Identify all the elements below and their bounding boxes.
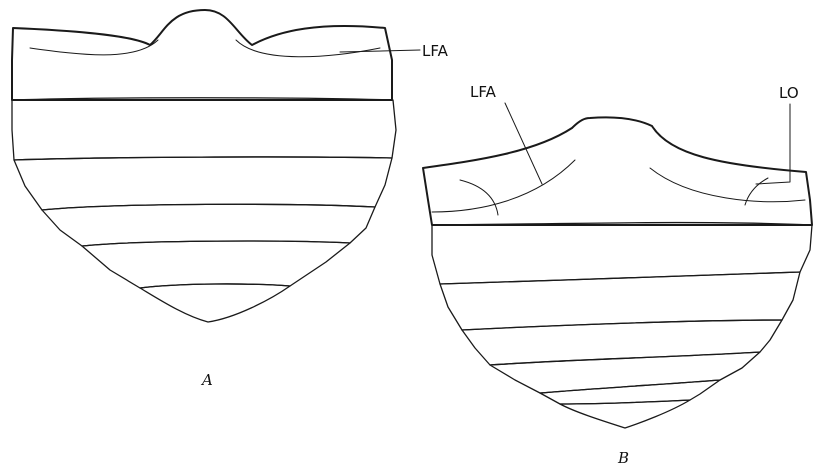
panel-a-lfa-leader: [340, 50, 420, 52]
panel-a-inner-rim: [30, 40, 380, 57]
panel-a-pygidium: [140, 284, 290, 322]
panel-b-segment-2: [432, 223, 812, 284]
panel-a-drawing: LFA A: [12, 10, 449, 389]
panel-a-segment-2: [12, 98, 396, 160]
panel-b-lfa-leader: [505, 103, 542, 184]
panel-a-segment-3: [14, 157, 392, 210]
panel-b-pygidium: [560, 400, 690, 428]
panel-b-segment-6: [540, 380, 720, 404]
panel-b-lo-label: LO: [779, 84, 799, 102]
panel-a-lfa-label: LFA: [422, 42, 449, 60]
panel-a-segment-4: [42, 204, 375, 246]
panel-b-lfa-label: LFA: [470, 83, 497, 101]
panel-b-caption: B: [617, 449, 629, 467]
panel-b-drawing: LFA LO B: [423, 83, 812, 467]
panel-b-lo-leader: [756, 104, 790, 184]
panel-b-inner-rim: [432, 160, 805, 212]
panel-b-segment-3: [440, 272, 800, 330]
panel-b-top-segment: [423, 117, 812, 225]
panel-a-caption: A: [200, 371, 213, 389]
panel-a-segment-5: [82, 241, 350, 288]
